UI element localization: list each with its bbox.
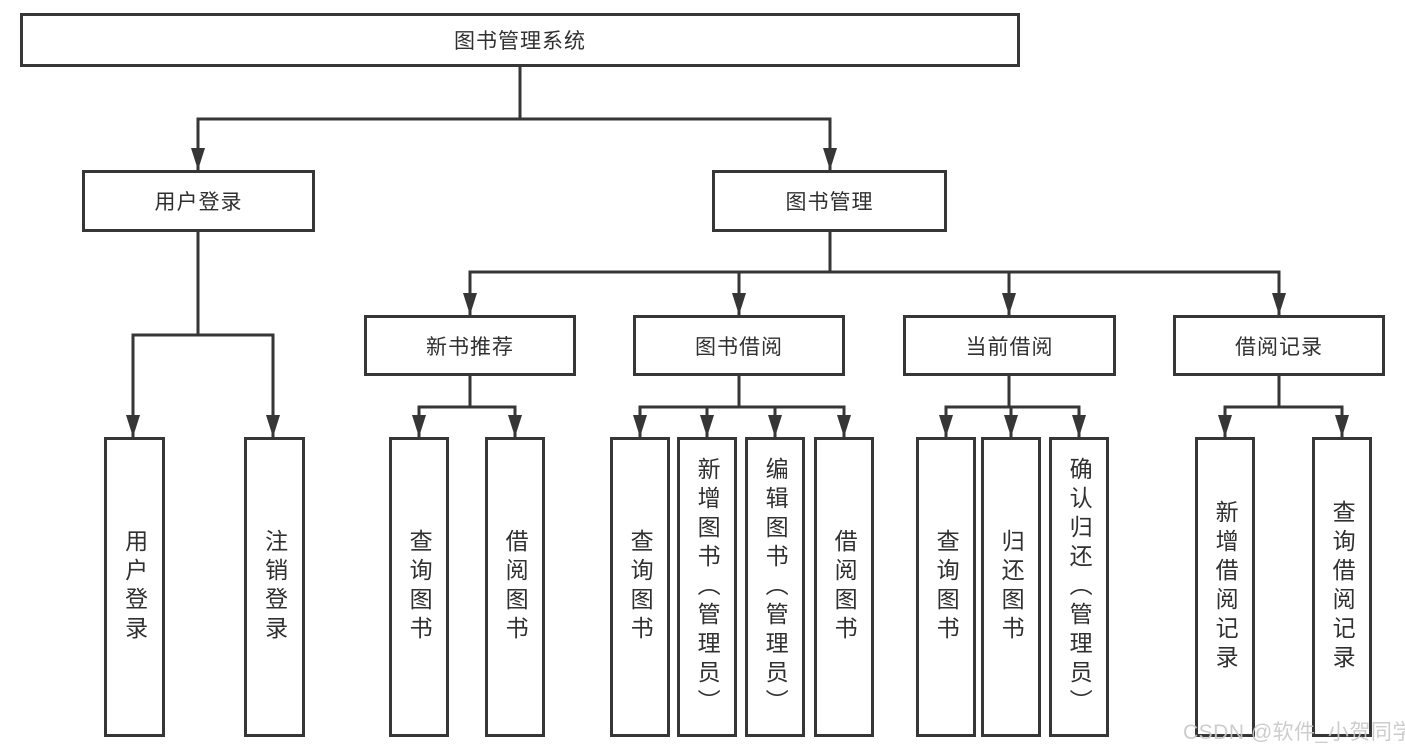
leaf-logout: 注销登录 (244, 437, 305, 737)
csdn-watermark: CSDN @软件_小贺同学 (1183, 721, 1405, 744)
node-current-borrow-label: 当前借阅 (965, 335, 1054, 359)
leaf-add-borrow-record: 新增借阅记录 (1195, 437, 1255, 737)
leaf-add-books-admin: 新增图书（管理员） (677, 437, 737, 737)
node-book-management: 图书管理 (712, 170, 947, 232)
leaf-return-books-label: 归还图书 (998, 529, 1025, 645)
leaf-query-borrow-record: 查询借阅记录 (1312, 437, 1372, 737)
leaf-current-query-books-label: 查询图书 (933, 529, 960, 645)
leaf-recommend-borrow-books-label: 借阅图书 (502, 529, 529, 645)
node-user-login-label: 用户登录 (154, 191, 243, 214)
leaf-borrow-books: 借阅图书 (814, 437, 874, 737)
leaf-add-books-admin-label: 新增图书（管理员） (694, 456, 721, 718)
node-book-management-label: 图书管理 (785, 191, 874, 214)
leaf-borrow-books-label: 借阅图书 (831, 529, 858, 645)
leaf-borrow-query-books-label: 查询图书 (627, 529, 654, 645)
node-user-login: 用户登录 (82, 170, 315, 232)
node-borrow-records: 借阅记录 (1173, 315, 1385, 376)
node-new-book-recommend-label: 新书推荐 (426, 335, 514, 359)
leaf-query-borrow-record-label: 查询借阅记录 (1329, 500, 1356, 674)
node-current-borrow: 当前借阅 (903, 315, 1116, 376)
node-root-system-label: 图书管理系统 (454, 30, 586, 53)
node-root-system: 图书管理系统 (20, 13, 1020, 67)
leaf-recommend-query-books-label: 查询图书 (406, 529, 433, 645)
leaf-edit-books-admin-label: 编辑图书（管理员） (762, 456, 789, 718)
leaf-logout-label: 注销登录 (261, 529, 288, 645)
leaf-user-login-label: 用户登录 (121, 529, 148, 645)
node-new-book-recommend: 新书推荐 (364, 315, 576, 376)
leaf-borrow-query-books: 查询图书 (610, 437, 670, 737)
leaf-recommend-query-books: 查询图书 (389, 437, 449, 737)
leaf-user-login: 用户登录 (104, 437, 165, 737)
leaf-return-books: 归还图书 (981, 437, 1041, 737)
leaf-recommend-borrow-books: 借阅图书 (485, 437, 545, 737)
leaf-add-borrow-record-label: 新增借阅记录 (1212, 500, 1239, 674)
leaf-confirm-return-admin-label: 确认归还（管理员） (1066, 456, 1093, 718)
leaf-current-query-books: 查询图书 (916, 437, 976, 737)
node-borrow-records-label: 借阅记录 (1235, 335, 1323, 359)
leaf-edit-books-admin: 编辑图书（管理员） (745, 437, 805, 737)
leaf-confirm-return-admin: 确认归还（管理员） (1049, 437, 1109, 737)
node-book-borrow: 图书借阅 (633, 315, 845, 376)
node-book-borrow-label: 图书借阅 (695, 335, 783, 359)
